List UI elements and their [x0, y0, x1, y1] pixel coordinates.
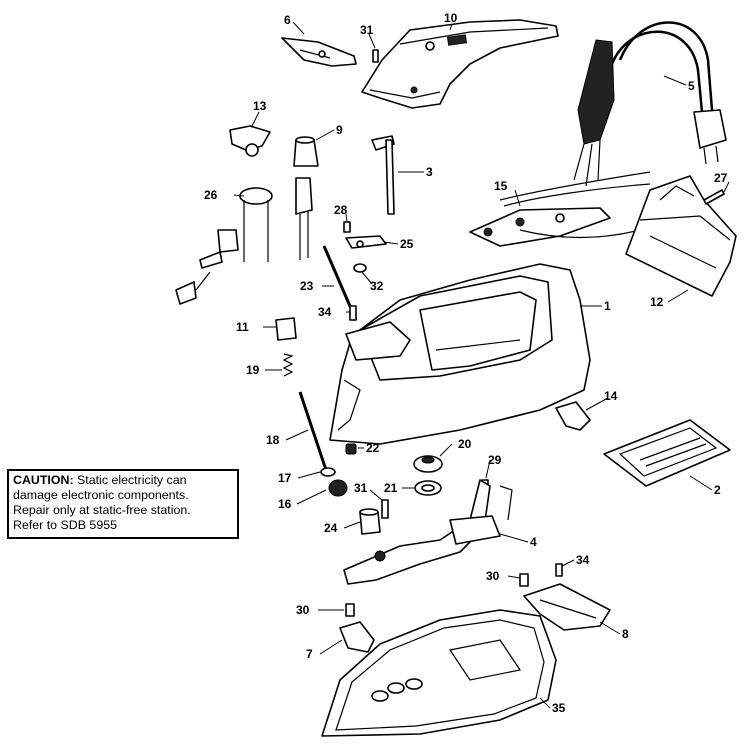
- caution-line-1: Static electricity can: [73, 473, 187, 487]
- part-12-rear-cover: [625, 175, 737, 297]
- callout-34-upper: 34: [318, 305, 332, 319]
- callout-25: 25: [400, 237, 414, 251]
- part-14-clip: [555, 401, 591, 431]
- callout-33: 32: [370, 279, 384, 293]
- callout-15: 15: [494, 179, 508, 193]
- part-27-screw: [703, 189, 725, 205]
- part-32-screw: [372, 49, 379, 63]
- callout-2: 2: [714, 483, 721, 497]
- callout-9: 9: [336, 123, 343, 137]
- part-3-spray-rod: [371, 135, 395, 215]
- part-30-screw-right: [519, 573, 529, 587]
- callout-7: 7: [306, 647, 313, 661]
- callout-5: 5: [688, 79, 695, 93]
- callout-17: 17: [278, 471, 292, 485]
- callout-27: 27: [714, 171, 728, 185]
- part-33-washer: [353, 263, 367, 273]
- callout-32: 31: [360, 23, 374, 37]
- part-10-handle: [361, 19, 559, 109]
- callout-35: 35: [552, 701, 566, 715]
- part-24-bushing: [359, 508, 381, 535]
- callout-26: 26: [204, 188, 218, 202]
- part-15-wiring: [469, 171, 651, 247]
- callout-19: 19: [246, 363, 260, 377]
- caution-line-4: Refer to SDB 5955: [13, 518, 118, 532]
- part-13-switch-clip: [229, 125, 271, 157]
- callout-13: 13: [253, 99, 267, 113]
- callout-4: 4: [530, 535, 537, 549]
- callout-11: 11: [236, 320, 249, 334]
- callout-22: 22: [366, 441, 380, 455]
- callout-3: 3: [426, 165, 433, 179]
- callout-12: 12: [650, 295, 664, 309]
- leader-lines: [233, 21, 730, 709]
- callout-29: 29: [488, 453, 502, 467]
- part-17-washer: [320, 467, 336, 477]
- callout-14: 14: [604, 389, 618, 403]
- part-34-screw-upper: [349, 305, 357, 321]
- part-9-button: [293, 136, 319, 167]
- callout-34-lower: 34: [576, 553, 590, 567]
- callout-labels: 6 10 31 5 13 9 3 15 27 26 28 25 23 32 34…: [204, 11, 728, 715]
- part-11-knob: [275, 317, 297, 341]
- part-1-body: [329, 263, 591, 445]
- part-7-clip: [339, 621, 375, 653]
- part-20-cap: [413, 455, 443, 473]
- caution-line-2: damage electronic components.: [13, 488, 189, 502]
- part-2-nameplate: [603, 419, 731, 487]
- callout-30-right: 30: [486, 569, 500, 583]
- callout-30-left: 30: [296, 603, 310, 617]
- part-28-screw: [343, 221, 351, 233]
- callout-16: 16: [278, 497, 292, 511]
- part-8-plate: [523, 583, 611, 631]
- part-5-power-cord: [573, 21, 727, 187]
- caution-line-3: Repair only at static-free station.: [13, 503, 191, 517]
- callout-23: 23: [300, 279, 314, 293]
- caution-note: CAUTION: Static electricity can damage e…: [7, 469, 239, 539]
- part-31-screw: [381, 499, 389, 519]
- part-34-screw-lower: [555, 563, 563, 577]
- callout-18: 18: [266, 433, 280, 447]
- callout-28: 28: [334, 203, 348, 217]
- callout-24: 24: [324, 521, 338, 535]
- part-18-valve-rod: [298, 391, 328, 471]
- part-21-gasket: [414, 480, 442, 496]
- part-25-bracket: [345, 235, 387, 249]
- callout-1: 1: [604, 299, 611, 313]
- part-22-plug: [345, 443, 357, 455]
- callout-8: 8: [622, 627, 629, 641]
- callout-6: 6: [284, 13, 291, 27]
- part-35-soleplate: [321, 609, 557, 737]
- part-6-handle-cover: [281, 37, 357, 67]
- part-26-pump-assembly: [175, 177, 313, 305]
- part-30-screw-left: [345, 603, 355, 617]
- caution-label: CAUTION:: [13, 473, 74, 487]
- callout-21: 21: [384, 481, 398, 495]
- callout-31: 31: [354, 481, 368, 495]
- part-4-control-bracket: [343, 479, 513, 585]
- part-16-spring: [328, 479, 348, 497]
- part-19-spring: [282, 353, 294, 377]
- callout-10: 10: [444, 11, 458, 25]
- callout-20: 20: [458, 437, 472, 451]
